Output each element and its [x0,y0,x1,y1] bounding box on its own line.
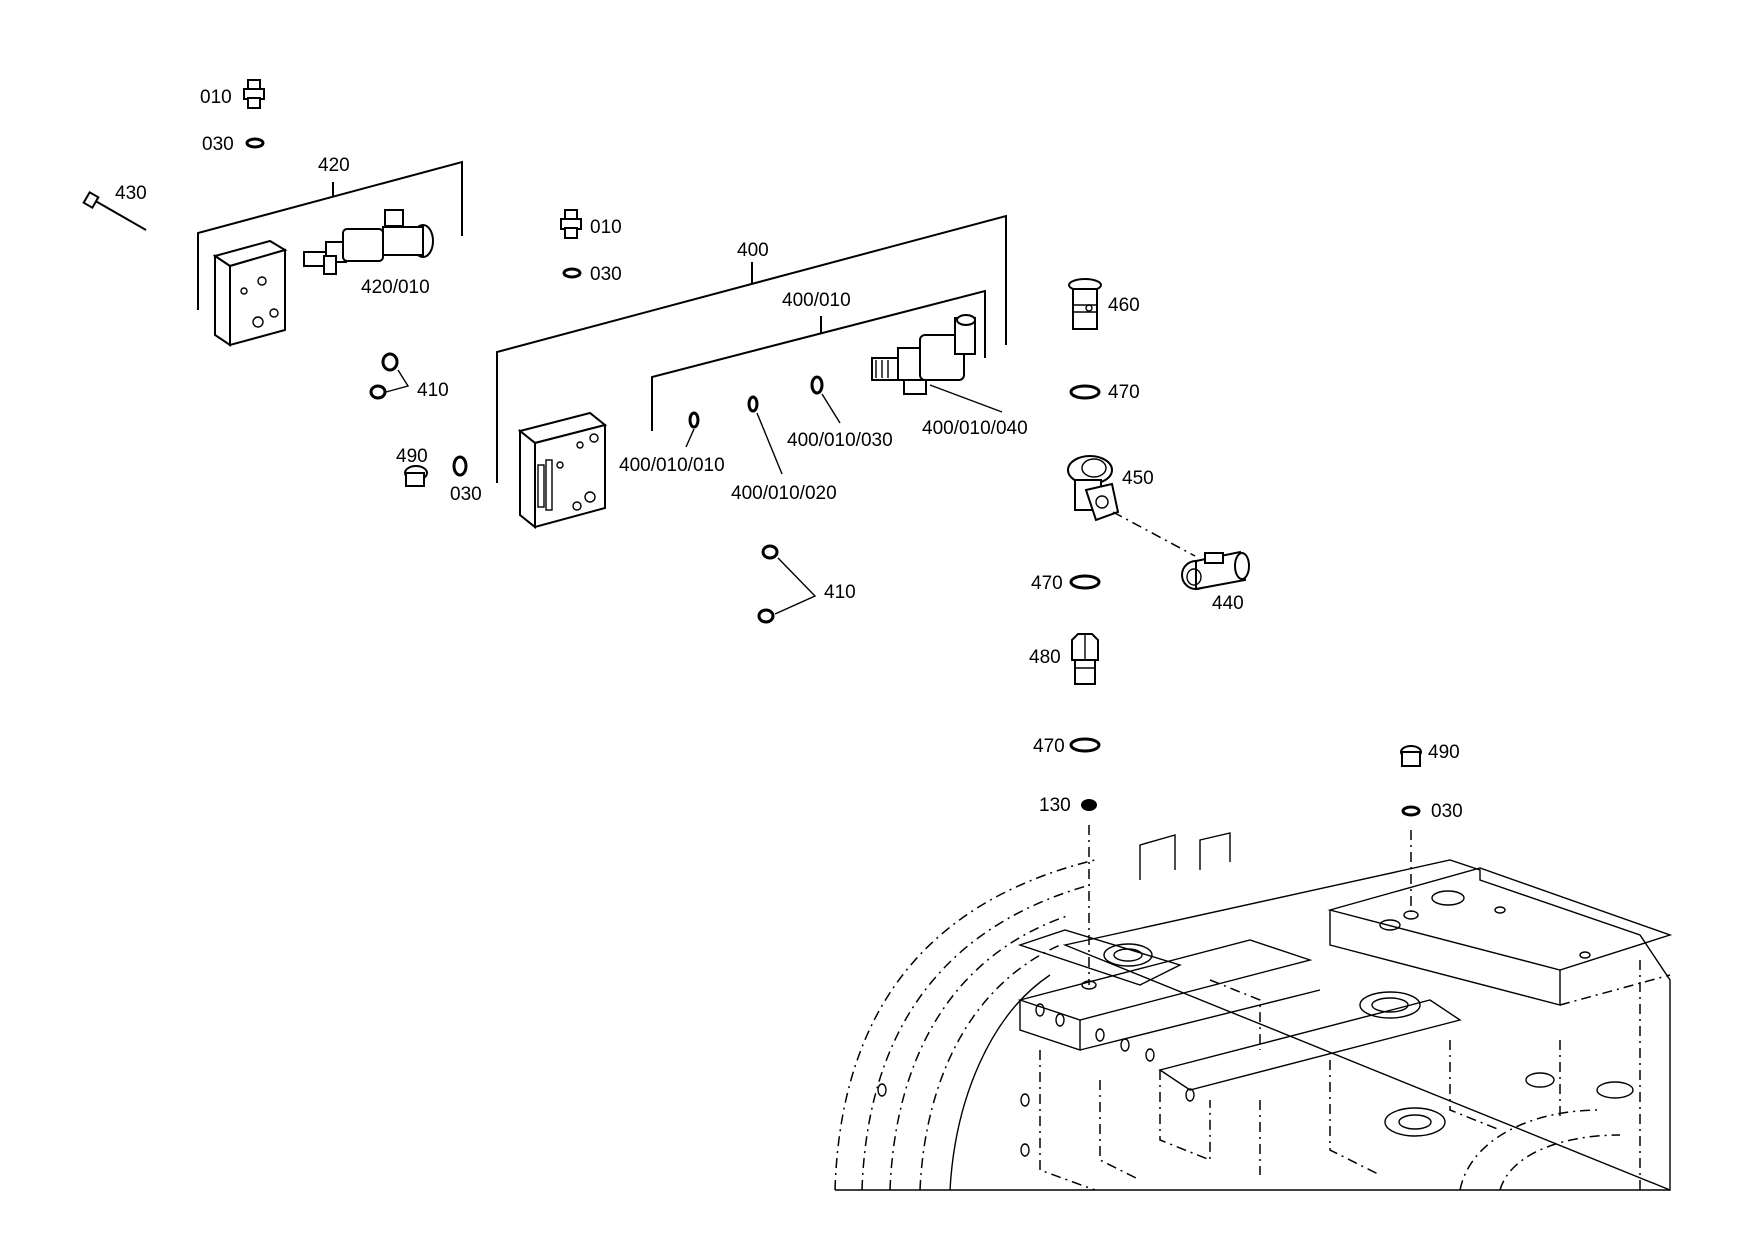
label-490-a: 490 [396,446,428,467]
plug-460 [1068,278,1102,330]
oring-410-a1 [381,352,399,372]
plug-490-b [1400,745,1422,767]
banjo-450 [1067,455,1120,522]
label-400-010-040: 400/010/040 [922,418,1028,439]
label-410-a: 410 [417,380,449,401]
label-490-b: 490 [1428,742,1460,763]
oring-470-a [1069,384,1101,400]
label-410-b: 410 [824,582,856,603]
seal-030-mid [562,267,582,279]
transmission-housing [834,832,1673,1192]
oring-410-b1 [761,544,779,560]
fitting-440 [1181,550,1250,591]
label-030-low: 030 [450,484,482,505]
label-420: 420 [318,155,350,176]
label-400-010-030: 400/010/030 [787,430,893,451]
label-400-010-020: 400/010/020 [731,483,837,504]
label-400: 400 [737,240,769,261]
plug-480 [1071,633,1099,685]
oring-400-010-030 [810,375,824,395]
label-470-c: 470 [1033,736,1065,757]
label-430: 430 [115,183,147,204]
seal-030-low [452,455,468,477]
valve-block-400 [517,411,608,530]
label-420-010: 420/010 [361,277,430,298]
label-400-010: 400/010 [782,290,851,311]
oring-400-010-010 [688,411,700,429]
seal-030-right [1401,805,1421,817]
solenoid-400-010-040 [871,314,976,395]
label-470-a: 470 [1108,382,1140,403]
fitting-010-mid [560,209,582,239]
label-480: 480 [1029,647,1061,668]
valve-block-420 [212,239,288,347]
label-130: 130 [1039,795,1071,816]
label-440: 440 [1212,593,1244,614]
oring-410-a2 [369,384,387,400]
label-460: 460 [1108,295,1140,316]
oring-470-c [1069,737,1101,753]
label-400-010-010: 400/010/010 [619,455,725,476]
oring-400-010-020 [747,395,759,413]
bracket-420 [197,160,463,310]
plug-490-a [404,465,428,487]
label-010-mid: 010 [590,217,622,238]
bracket-400 [496,214,1007,483]
bolt-430 [82,190,147,231]
label-010-top: 010 [200,87,232,108]
label-030-top: 030 [202,134,234,155]
solenoid-420-010 [303,209,434,275]
fitting-010-top [243,79,265,109]
seal-130 [1081,799,1097,811]
oring-470-b [1069,574,1101,590]
label-030-mid: 030 [590,264,622,285]
label-470-b: 470 [1031,573,1063,594]
bracket-400-010 [651,289,986,431]
oring-410-b2 [757,608,775,624]
label-450: 450 [1122,468,1154,489]
label-030-right: 030 [1431,801,1463,822]
seal-030-top [245,137,265,149]
